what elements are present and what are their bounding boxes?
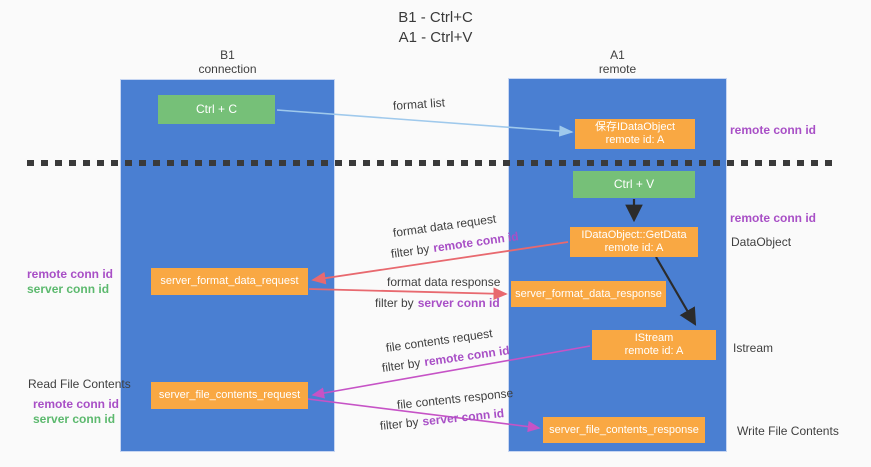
format-data-response-arrow [308, 287, 508, 300]
dataobject-annotation: DataObject [731, 235, 792, 249]
server-file-contents-request-node: server_file_contents_request [151, 382, 308, 409]
save-idataobject-line1: 保存IDataObject [594, 121, 676, 133]
remote-conn-id-annotation-top: remote conn id [730, 123, 817, 137]
filter-by-text: filter by [375, 296, 414, 310]
save-idataobject-node: 保存IDataObject remote id: A [575, 119, 695, 149]
remote-conn-id-annotation-mid: remote conn id [730, 211, 817, 225]
format-data-request-arrow [311, 241, 569, 285]
getdata-line1: IDataObject::GetData [581, 229, 687, 241]
left-column-header: B1 connection [120, 48, 335, 76]
server-format-data-response-node: server_format_data_response [511, 281, 666, 307]
ctrl-c-label: Ctrl + C [195, 102, 237, 116]
server-format-data-request-label: server_format_data_request [160, 275, 299, 287]
read-file-contents-annotation: Read File Contents [28, 377, 131, 391]
right-column-header: A1 remote [508, 48, 727, 76]
write-file-contents-annotation: Write File Contents [737, 424, 839, 438]
server-file-contents-response-label: server_file_contents_response [549, 424, 699, 436]
right-column-name: A1 [610, 48, 625, 62]
file-contents-request-arrow [311, 345, 591, 399]
left-column-role: connection [198, 62, 257, 76]
title-line-1: B1 - Ctrl+C [398, 9, 473, 26]
istream-line1: IStream [634, 332, 674, 344]
getdata-to-istream-arrow [655, 256, 697, 326]
server-file-contents-response-node: server_file_contents_response [543, 417, 705, 443]
server-format-data-request-node: server_format_data_request [151, 268, 308, 295]
server-format-data-response-label: server_format_data_response [515, 288, 662, 300]
left-column-name: B1 [220, 48, 235, 62]
istream-annotation: Istream [733, 341, 774, 355]
server-file-contents-request-label: server_file_contents_request [158, 389, 301, 401]
title-line-2: A1 - Ctrl+V [398, 29, 473, 46]
ctrl-c-node: Ctrl + C [158, 95, 275, 124]
right-column-role: remote [598, 62, 637, 76]
server-conn-id-text: server conn id [417, 296, 500, 310]
remote-conn-id-annotation-left-1: remote conn id [27, 267, 114, 281]
getdata-line2: remote id: A [604, 242, 664, 254]
remote-conn-id-annotation-left-2: remote conn id [33, 397, 120, 411]
file-contents-response-arrow [307, 398, 541, 433]
ctrl-v-node: Ctrl + V [573, 171, 695, 198]
istream-line2: remote id: A [624, 345, 684, 357]
idataobject-getdata-node: IDataObject::GetData remote id: A [570, 227, 698, 257]
istream-node: IStream remote id: A [592, 330, 716, 360]
save-idataobject-line2: remote id: A [605, 134, 665, 146]
format-list-arrow [276, 109, 574, 137]
ctrl-v-label: Ctrl + V [613, 177, 655, 191]
server-conn-id-annotation-left-1: server conn id [27, 282, 110, 296]
server-conn-id-annotation-left-2: server conn id [33, 412, 116, 426]
format-data-response-label: format data response [387, 275, 501, 289]
diagram-title: B1 - Ctrl+C A1 - Ctrl+V [0, 8, 871, 48]
